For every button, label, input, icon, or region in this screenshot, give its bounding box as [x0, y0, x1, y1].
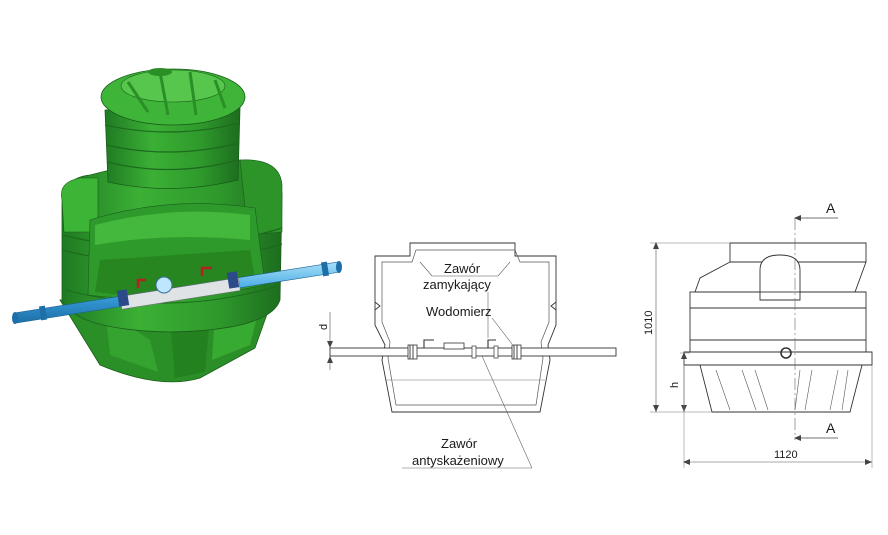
- section-mark-bottom: A: [826, 420, 836, 436]
- water-meter-3d: [155, 276, 173, 294]
- backflow-valve-label-2: antyskażeniowy: [412, 453, 504, 468]
- section-mark-top: A: [826, 200, 836, 216]
- pipe-height-label: h: [669, 382, 681, 388]
- pipe-depth-label: d: [318, 324, 330, 330]
- shutoff-valve-label-2: zamykający: [423, 277, 491, 292]
- width-dimension-label: 1120: [774, 449, 798, 461]
- pipe-3d: [12, 261, 342, 324]
- tank-3d-render: [12, 68, 342, 383]
- pipe-outlet: [780, 347, 792, 359]
- front-elevation: [650, 215, 873, 468]
- height-dimension-label: 1010: [643, 311, 655, 335]
- water-meter-label: Wodomierz: [426, 304, 492, 319]
- shutoff-valve-label-1: Zawór: [444, 261, 481, 276]
- backflow-valve-label-1: Zawór: [441, 436, 478, 451]
- section-view: [327, 242, 617, 469]
